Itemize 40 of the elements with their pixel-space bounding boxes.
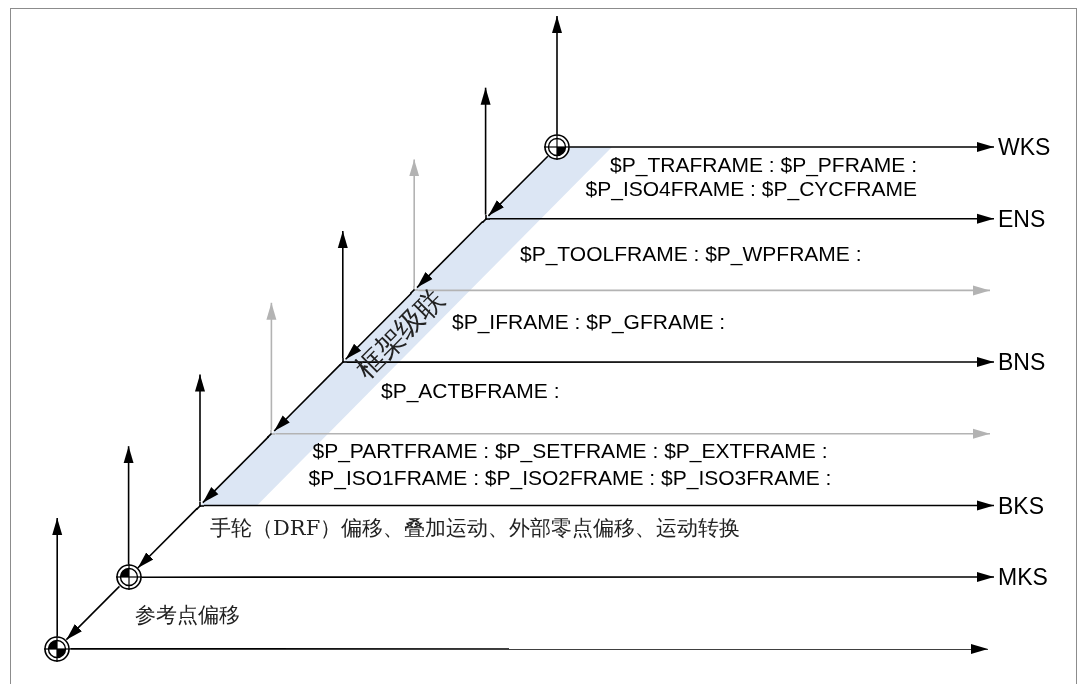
arrow [344,292,413,361]
axis-arrow [417,285,991,296]
axis-label: MKS [998,564,1048,590]
frame-variable-text: $P_TOOLFRAME : $P_WPFRAME : [520,242,862,266]
arrow [416,220,484,289]
axis-arrow [52,517,63,637]
frame-variable-text: $P_IFRAME : $P_GFRAME : [452,310,726,334]
axis-arrow [123,445,134,565]
axis-arrow [266,302,277,431]
axis-arrow [346,357,995,367]
axis-label: ENS [998,205,1046,232]
axis-arrow [274,428,991,439]
axis-arrow [552,15,562,135]
axis-arrow [409,158,420,288]
arrow [65,585,121,641]
axis-origin-corner [196,501,204,510]
axis-arrow [488,213,995,224]
zero-point-symbol [44,635,71,662]
arrow [273,364,341,432]
arrow [202,435,270,504]
axis-label: WKS [998,134,1051,160]
axis-arrow [337,230,348,359]
axis-arrow [480,86,491,216]
zero-point-symbol [115,564,142,591]
axis-label: BKS [998,492,1045,519]
frame-variable-text: $P_PARTFRAME : $P_SETFRAME : $P_EXTFRAME : $P_ISO1FRAME : $P_ISO2FRAME : $P_ISO3FRAME : [307,438,833,491]
axis-arrow [195,373,205,503]
axis-origin-corner [481,214,490,223]
axis-origin-corner [267,429,276,438]
arrow [487,155,549,217]
axis-label: BNS [998,349,1046,375]
axis-origin-corner [338,358,347,367]
axis-arrow [69,644,989,654]
axis-arrow [569,142,995,152]
frame-variable-text: $P_TRAFRAME : $P_PFRAME : $P_ISO4FRAME : $P_CYCFRAME [584,153,917,201]
frame-variable-text: $P_ACTBFRAME : [381,379,560,403]
zero-point-symbol [544,134,570,160]
arrow [136,507,198,569]
axis-arrow [140,572,995,582]
axis-arrow [203,500,995,511]
